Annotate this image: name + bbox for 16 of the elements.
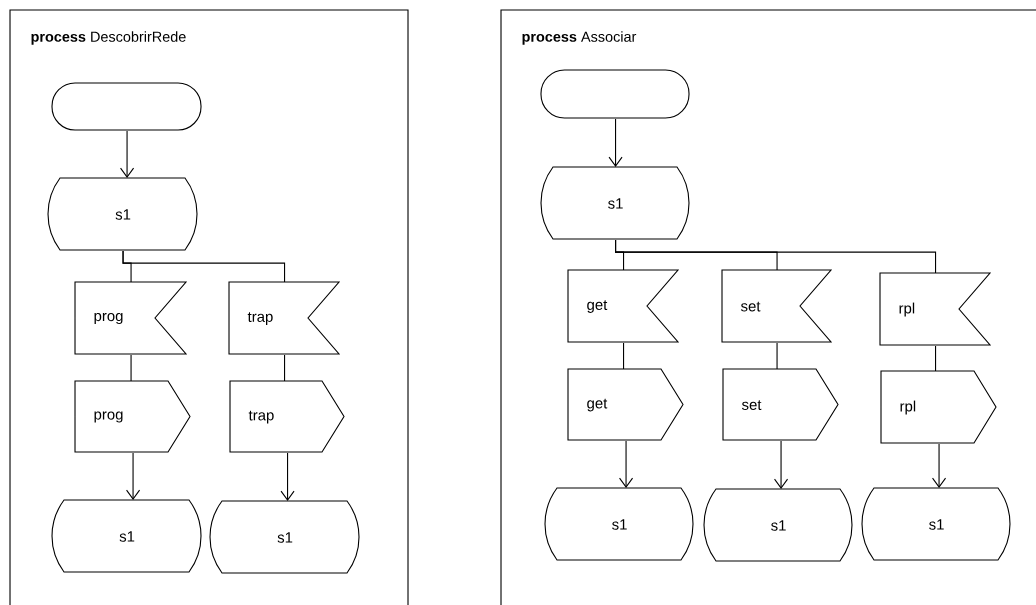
start-symbol [540,69,690,119]
arrow [619,440,634,488]
connector-line [284,354,286,382]
connector-line [615,239,937,274]
connector-line [130,354,132,382]
arrow [932,443,947,488]
start-symbol [51,82,202,131]
connector-line [623,342,625,370]
arrow [774,440,789,489]
connector-line [122,250,286,283]
arrow [280,452,295,501]
connector-line [776,342,778,370]
arrow [120,130,135,178]
arrow [126,452,141,500]
arrow [608,118,623,167]
connector-line [935,345,937,372]
